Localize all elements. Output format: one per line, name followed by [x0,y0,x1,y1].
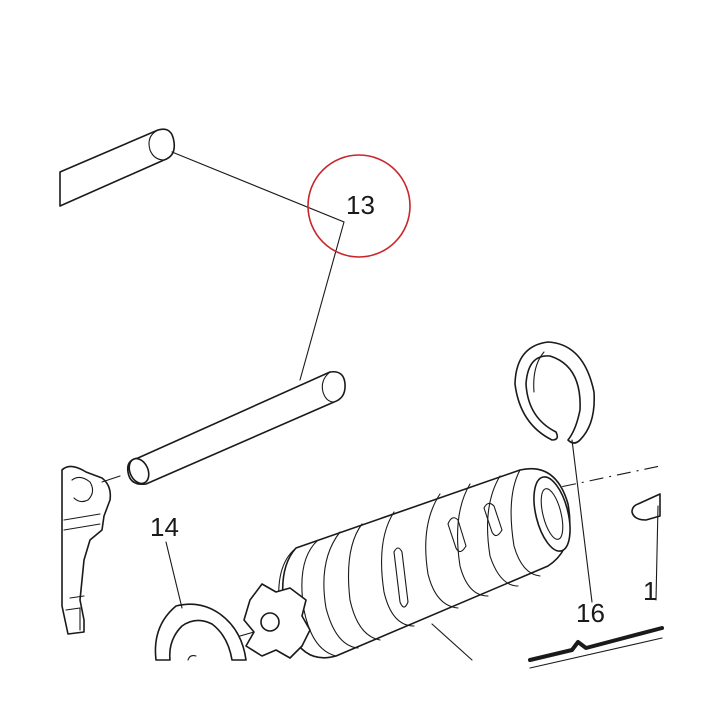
upper-rod[interactable] [59,128,176,207]
callout-16-leader [571,439,593,603]
shift-fork-bracket[interactable] [61,465,121,635]
callout-14-leader [165,541,183,609]
drum-index-star[interactable] [239,583,311,659]
base-plate-edge [528,626,664,662]
pin-13[interactable] [125,370,346,487]
pin-17[interactable] [631,493,661,601]
callout-16-label: 16 [576,598,605,628]
washer-14[interactable] [154,603,247,661]
callout-17-label: 1 [643,576,657,606]
callout-13-label: 13 [346,190,375,220]
callout-13-leader [171,151,345,381]
callout-13-highlight-circle [307,154,411,258]
drum-leader [431,623,473,661]
shift-drum[interactable] [278,468,577,659]
callout-14-label: 14 [150,512,179,542]
snap-ring-16[interactable] [514,341,596,444]
base-plate-edge-thin [529,637,663,669]
